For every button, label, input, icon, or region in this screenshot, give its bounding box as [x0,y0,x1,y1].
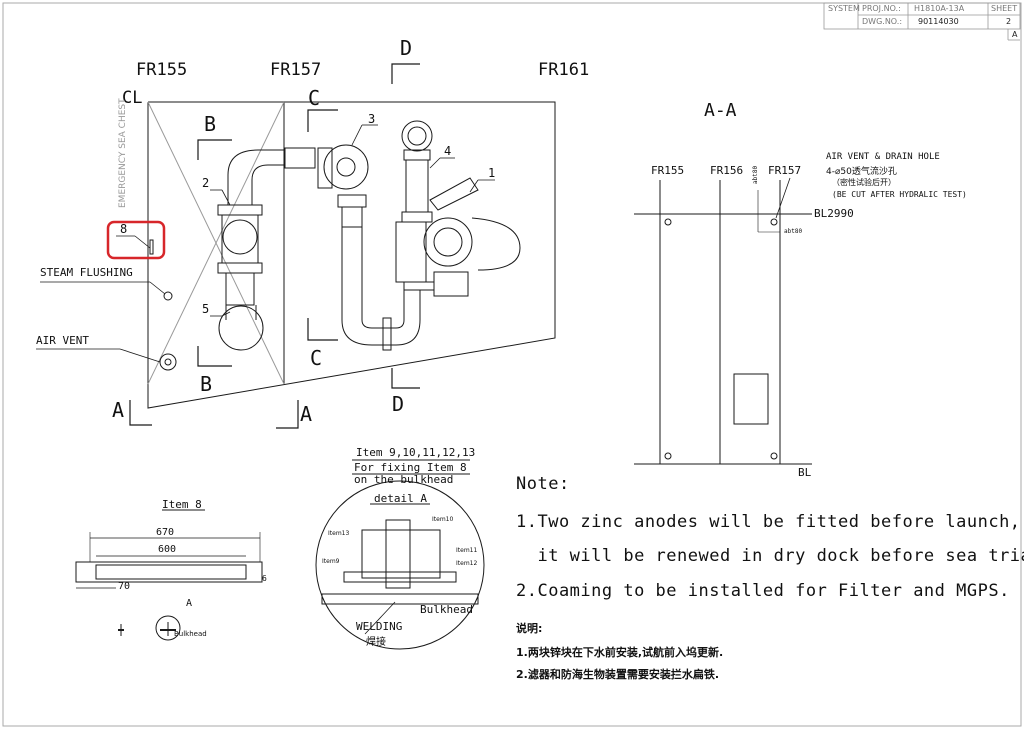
section-mark-c-top: C [308,86,321,110]
sea-chest-label: EMERGENCY SEA CHEST [118,98,128,208]
item10-callout: Item10 [432,516,454,523]
item-8-detail [75,509,263,641]
item-number-5: 5 [202,302,210,316]
dim-70: 70 [118,581,131,592]
section-mark-a-right: A [300,402,313,426]
item-number-8: 8 [120,222,128,236]
dwg-no: 90114030 [918,17,959,26]
item9-callout: Item9 [322,558,340,565]
section-aa-title: A-A [704,100,737,121]
cn-note-line-1: 1.两块锌块在下水前安装,试航前入坞更新. [516,646,724,659]
item-8-bulkhead-label: Bulkhead [174,630,207,638]
item-9-13-title: Item 9,10,11,12,13 [356,446,476,459]
notes-heading: Note: [516,474,570,494]
air-vent-note-4: (BE CUT AFTER HYDRALIC TEST) [832,190,967,199]
frame-fr155: FR155 [136,60,188,80]
item-8-title: Item 8 [162,498,202,511]
air-vent-label: AIR VENT [36,334,89,347]
item-9-13-detail [315,459,485,650]
pipe-assembly-right [395,120,521,297]
item-number-2: 2 [202,176,210,190]
detail-a-label: detail A [374,492,427,505]
dim-6: 6 [262,574,267,583]
bl2990-label: BL2990 [814,207,854,220]
dwg-no-label: DWG.NO.: [862,17,903,26]
section-mark-b-top: B [204,112,217,136]
section-arrows [129,63,420,429]
item11-callout: Item11 [456,547,478,554]
note-line-1: 1.Two zinc anodes will be fitted before … [516,512,1021,532]
detail-bulkhead-label: Bulkhead [420,603,473,616]
section-mark-d-bottom: D [392,392,405,416]
air-vent-note-1: AIR VENT & DRAIN HOLE [826,152,940,162]
section-mark-a-left: A [112,398,125,422]
section-aa-fr155: FR155 [651,164,685,177]
pipe-assembly-left [217,147,316,351]
section-aa-fr157: FR157 [768,164,802,177]
frame-fr157: FR157 [270,60,322,80]
item-number-1: 1 [488,166,496,180]
system-label: SYSTEM [828,4,860,13]
dim-600: 600 [158,544,177,555]
section-aa-view [634,177,812,465]
item12-callout: Item12 [456,560,478,567]
centerline-label: CL [122,88,143,108]
title-block-grid [823,2,1021,41]
baseline-label: BL [798,466,812,479]
welding-label: WELDING [356,620,403,633]
section-mark-c-bottom: C [310,346,323,370]
section-mark-b-bottom: B [200,372,213,396]
dim-abt80-2: abt80 [784,228,803,235]
dim-abt80-1: abt80 [752,165,759,184]
revision: A [1012,30,1018,39]
item-number-3: 3 [368,112,376,126]
item-8-highlight [106,220,166,260]
plan-view-outline [147,101,556,409]
air-vent-note-3: （密性试验后开） [832,178,896,187]
section-aa-fr156: FR156 [710,164,744,177]
section-mark-d-top: D [400,36,413,60]
proj-no: H1810A-13A [914,4,965,13]
dim-670: 670 [156,527,175,538]
item13-callout: Item13 [328,530,350,537]
air-vent-note-2: 4-⌀50透气流沙孔 [826,167,897,177]
cn-notes-heading: 说明: [516,622,543,635]
sheet-label: SHEET [991,4,1018,13]
item-9-13-sub2: on the bulkhead [354,473,454,486]
cn-note-line-2: 2.滤器和防海生物装置需要安装拦水扁铁. [516,668,720,681]
detail-mark-a: A [186,598,193,609]
item-9-13-sub1: For fixing Item 8 [354,461,467,474]
note-line-3: 2.Coaming to be installed for Filter and… [516,581,1010,601]
item-number-4: 4 [444,144,452,158]
welding-cn-label: 焊接 [366,637,386,648]
proj-no-label: PROJ.NO.: [862,4,901,13]
steam-flushing-label: STEAM FLUSHING [40,266,133,279]
note-line-2: it will be renewed in dry dock before se… [516,546,1024,566]
sheet-no: 2 [1006,17,1012,26]
frame-fr161: FR161 [538,60,590,80]
pipe-assembly-middle [317,144,421,351]
